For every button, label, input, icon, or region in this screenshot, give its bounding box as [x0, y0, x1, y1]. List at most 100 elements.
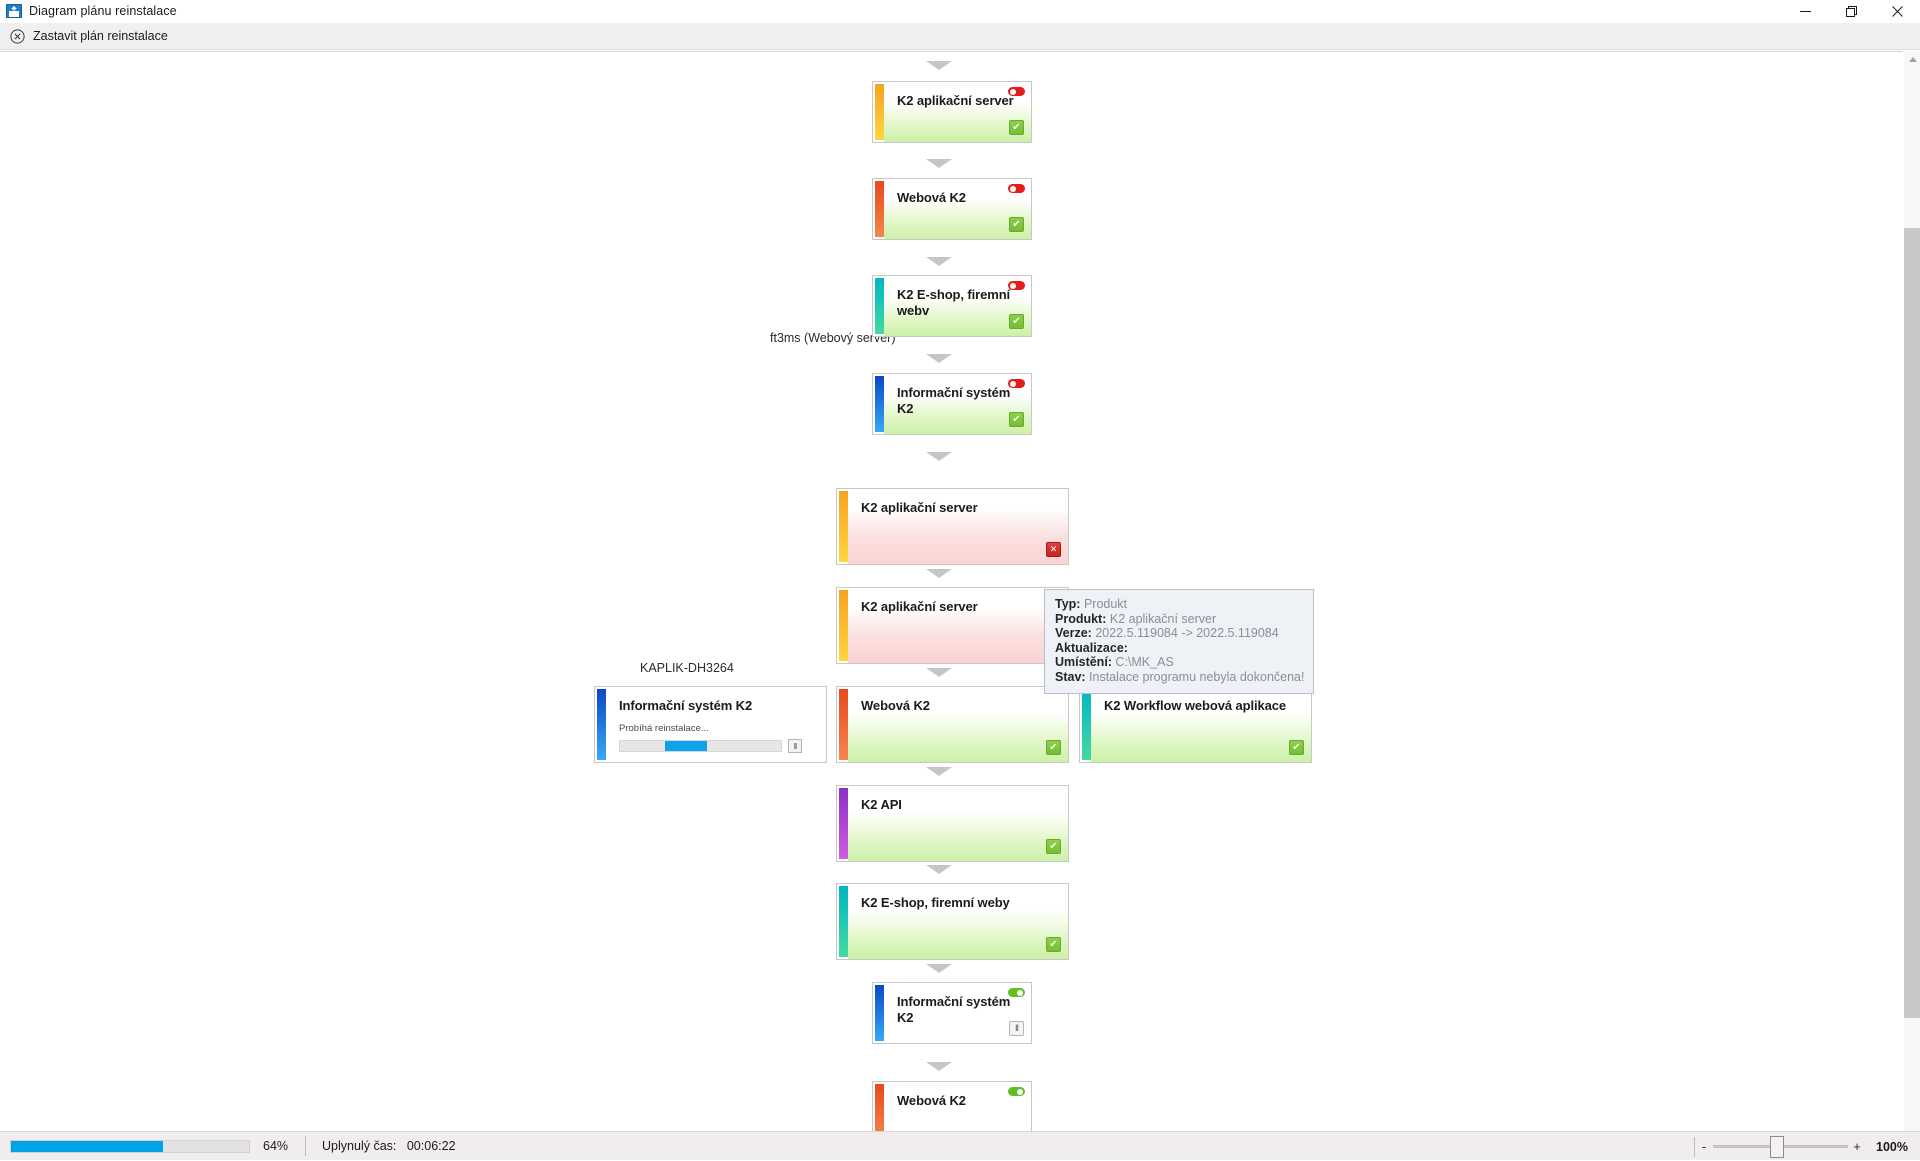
diagram-node[interactable]: Webová K2✔ — [836, 686, 1069, 763]
toggle-off-icon[interactable] — [1008, 184, 1025, 193]
status-badge-success-icon: ✔ — [1009, 120, 1024, 135]
circle-x-icon — [10, 29, 25, 44]
node-color-stripe — [875, 985, 884, 1041]
tooltip-row-label: Aktualizace: — [1055, 641, 1128, 655]
tooltip-row: Typ: Produkt — [1055, 597, 1304, 612]
status-divider — [305, 1136, 306, 1156]
window-controls — [1782, 0, 1920, 23]
tooltip-row-value: K2 aplikační server — [1106, 612, 1216, 626]
node-color-stripe — [875, 278, 884, 334]
status-bar: 64% Uplynulý čas: 00:06:22 - + 100% — [0, 1131, 1920, 1160]
overall-progress-percent: 64% — [263, 1139, 288, 1153]
zoom-level-value: 100% — [1876, 1140, 1908, 1154]
group-label: KAPLIK-DH3264 — [640, 661, 734, 675]
node-title: K2 E-shop, firemní webv — [897, 287, 1021, 319]
tooltip-row-label: Stav: — [1055, 670, 1086, 684]
elapsed-time-label: Uplynulý čas: — [322, 1139, 396, 1153]
elapsed-time-value: 00:06:22 — [407, 1139, 456, 1153]
chevron-up-icon — [1909, 57, 1917, 62]
tooltip-row: Umístění: C:\MK_AS — [1055, 655, 1304, 670]
toolbar: Zastavit plán reinstalace — [0, 23, 1920, 50]
status-badge-success-icon: ✔ — [1009, 217, 1024, 232]
toggle-off-icon[interactable] — [1008, 379, 1025, 388]
stop-reinstall-plan-button[interactable]: Zastavit plán reinstalace — [4, 25, 176, 48]
tooltip-row-label: Typ: — [1055, 597, 1080, 611]
diagram-node[interactable]: K2 aplikační server✕ — [836, 587, 1069, 664]
zoom-out-button[interactable]: - — [1695, 1139, 1713, 1154]
flow-arrow — [926, 1062, 952, 1071]
tooltip-row-value: C:\MK_AS — [1112, 655, 1174, 669]
node-body: Informační systém K2✔ — [884, 374, 1031, 434]
node-color-stripe — [875, 376, 884, 432]
zoom-slider-thumb[interactable] — [1770, 1136, 1784, 1158]
flow-arrow — [926, 767, 952, 776]
node-title: Webová K2 — [897, 190, 1021, 206]
vertical-scrollbar[interactable] — [1903, 51, 1920, 1145]
node-title: Informační systém K2 — [897, 994, 1021, 1026]
zoom-in-button[interactable]: + — [1848, 1139, 1866, 1154]
toggle-on-icon[interactable] — [1008, 1087, 1025, 1096]
node-title: Webová K2 — [861, 698, 1058, 714]
toggle-off-icon[interactable] — [1008, 87, 1025, 96]
node-title: K2 Workflow webová aplikace — [1104, 698, 1301, 714]
diagram-node[interactable]: K2 Workflow webová aplikace ✔ — [1079, 686, 1312, 763]
node-color-stripe — [839, 886, 848, 957]
node-body: Webová K2 ✔ — [884, 179, 1031, 239]
status-badge-success-icon: ✔ — [1009, 314, 1024, 329]
node-color-stripe — [839, 689, 848, 760]
vertical-scrollbar-thumb[interactable] — [1904, 228, 1920, 1018]
node-title: K2 aplikační server — [861, 599, 1058, 615]
node-body: K2 API✔ — [848, 786, 1068, 861]
vertical-scrollbar-track[interactable] — [1904, 68, 1920, 1128]
node-body: K2 Workflow webová aplikace ✔ — [1091, 687, 1311, 762]
tooltip-row-value: 2022.5.119084 -> 2022.5.119084 — [1092, 626, 1279, 640]
minimize-button[interactable] — [1782, 0, 1828, 23]
flow-arrow — [926, 964, 952, 973]
diagram-node[interactable]: Webová K2 ✔ — [872, 178, 1032, 240]
node-progress-fill — [665, 741, 707, 751]
maximize-button[interactable] — [1828, 0, 1874, 23]
close-button[interactable] — [1874, 0, 1920, 23]
flow-arrow — [926, 159, 952, 168]
node-title: K2 E-shop, firemní weby — [861, 895, 1058, 911]
node-color-stripe — [875, 181, 884, 237]
node-progress-label: Probíhá reinstalace... — [619, 723, 816, 734]
scroll-up-button[interactable] — [1904, 51, 1920, 68]
node-pause-button[interactable]: II — [788, 739, 802, 753]
tooltip-row: Verze: 2022.5.119084 -> 2022.5.119084 — [1055, 626, 1304, 641]
toggle-on-icon[interactable] — [1008, 988, 1025, 997]
tooltip-row: Produkt: K2 aplikační server — [1055, 612, 1304, 627]
status-badge-error-icon: ✕ — [1046, 542, 1061, 557]
diagram-node[interactable]: K2 aplikační server ✔ — [872, 81, 1032, 143]
node-body: K2 E-shop, firemní weby ✔ — [848, 884, 1068, 959]
diagram-node[interactable]: Informační systém K2✔ — [872, 373, 1032, 435]
status-badge-success-icon: ✔ — [1289, 740, 1304, 755]
diagram-node[interactable]: K2 E-shop, firemní webv✔ — [872, 275, 1032, 337]
diagram-node[interactable]: K2 API✔ — [836, 785, 1069, 862]
tooltip-row-label: Produkt: — [1055, 612, 1106, 626]
flow-arrow — [926, 668, 952, 677]
overall-progress-fill — [11, 1141, 163, 1152]
zoom-slider[interactable] — [1713, 1138, 1848, 1156]
flow-arrow — [926, 865, 952, 874]
node-title: K2 aplikační server — [897, 93, 1021, 109]
status-badge-success-icon: ✔ — [1046, 937, 1061, 952]
diagram-node[interactable]: K2 E-shop, firemní weby ✔ — [836, 883, 1069, 960]
node-color-stripe — [597, 689, 606, 760]
node-color-stripe — [839, 491, 848, 562]
flow-arrow — [926, 452, 952, 461]
node-title: Informační systém K2 — [897, 385, 1021, 417]
tooltip-row-value: Instalace programu nebyla dokončena! — [1086, 670, 1305, 684]
pause-button[interactable]: II — [1009, 1021, 1024, 1036]
node-title: Webová K2 — [897, 1093, 1021, 1109]
tooltip-row-value: Produkt — [1080, 597, 1127, 611]
toggle-off-icon[interactable] — [1008, 281, 1025, 290]
diagram-node[interactable]: K2 aplikační server✕ — [836, 488, 1069, 565]
status-badge-success-icon: ✔ — [1009, 412, 1024, 427]
